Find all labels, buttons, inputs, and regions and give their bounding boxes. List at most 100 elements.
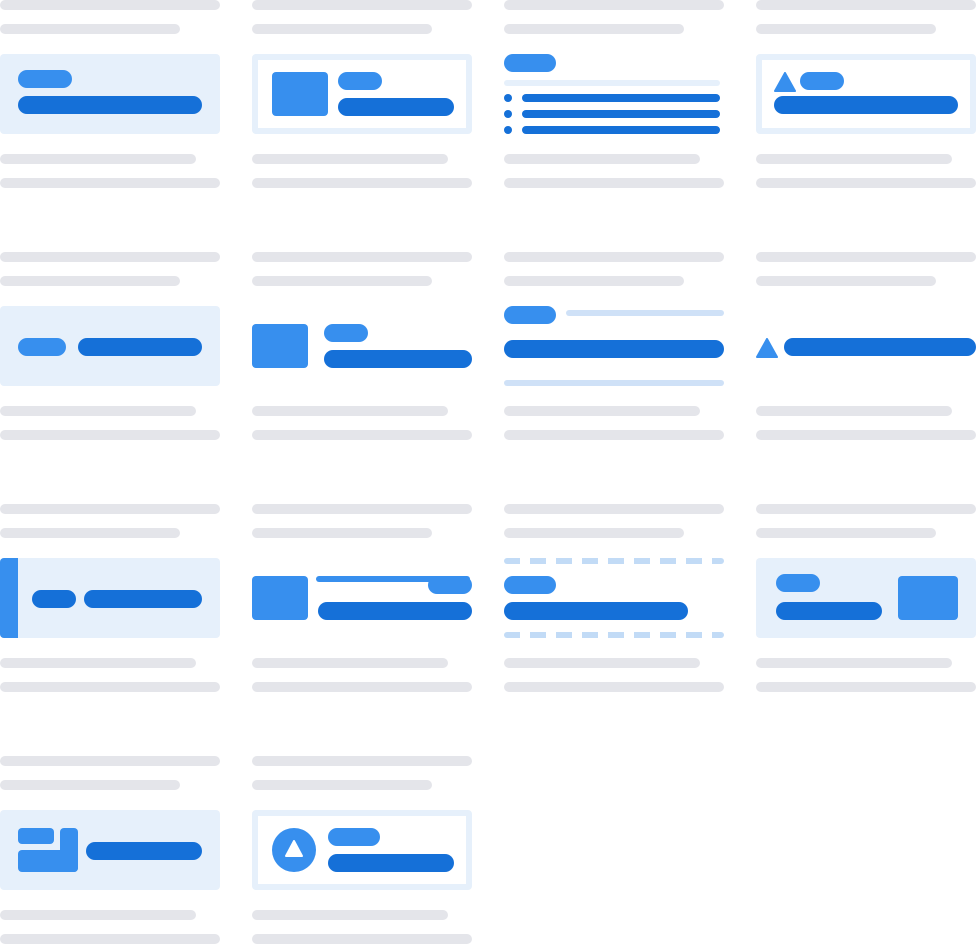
placeholder-text-line — [0, 780, 180, 790]
warning-circle-icon — [272, 828, 316, 872]
callout-label — [32, 590, 76, 608]
placeholder-text-line — [504, 276, 684, 286]
variant-card-6[interactable] — [252, 252, 472, 442]
placeholder-text-line — [504, 658, 700, 668]
placeholder-text-line — [252, 406, 448, 416]
callout-box — [0, 54, 220, 134]
divider — [566, 310, 724, 316]
bullet-icon — [504, 94, 512, 102]
callout-text — [504, 602, 688, 620]
placeholder-text-line — [0, 252, 220, 262]
variant-card-12[interactable] — [756, 504, 976, 694]
placeholder-text-line — [0, 910, 196, 920]
callout-label — [800, 72, 844, 90]
callout-label — [324, 324, 368, 342]
placeholder-text-line — [252, 178, 472, 188]
dashed-divider — [504, 558, 724, 564]
placeholder-text-line — [504, 24, 684, 34]
variant-card-5[interactable] — [0, 252, 220, 442]
variant-card-9[interactable] — [0, 504, 220, 694]
callout-text — [338, 98, 454, 116]
callout-text — [328, 854, 454, 872]
placeholder-text-line — [504, 406, 700, 416]
callout-box — [0, 810, 220, 890]
divider — [316, 576, 470, 582]
callout-text — [784, 338, 976, 356]
bullet-icon — [504, 126, 512, 134]
placeholder-text-line — [252, 934, 472, 944]
placeholder-text-line — [0, 430, 220, 440]
callout-label — [504, 306, 556, 324]
placeholder-text-line — [0, 24, 180, 34]
callout-text — [84, 590, 202, 608]
placeholder-text-line — [252, 430, 472, 440]
callout-text — [18, 96, 202, 114]
placeholder-text-line — [0, 658, 196, 668]
divider — [504, 380, 724, 386]
placeholder-text-line — [504, 504, 724, 514]
placeholder-text-line — [756, 178, 976, 188]
variant-card-7[interactable] — [504, 252, 724, 442]
variant-card-10[interactable] — [252, 504, 472, 694]
placeholder-text-line — [0, 276, 180, 286]
placeholder-text-line — [756, 682, 976, 692]
variant-card-1[interactable] — [0, 0, 220, 190]
variant-card-11[interactable] — [504, 504, 724, 694]
stacked-block-icon — [18, 828, 54, 844]
accent-bar — [0, 558, 18, 638]
placeholder-text-line — [504, 154, 700, 164]
image-placeholder-icon — [252, 324, 308, 368]
placeholder-text-line — [252, 780, 432, 790]
callout-text — [774, 96, 958, 114]
callout-label — [18, 338, 66, 356]
placeholder-text-line — [756, 276, 936, 286]
placeholder-text-line — [756, 528, 936, 538]
placeholder-text-line — [0, 406, 196, 416]
placeholder-text-line — [756, 658, 952, 668]
placeholder-text-line — [0, 934, 220, 944]
variant-card-14[interactable] — [252, 756, 472, 946]
variant-card-8[interactable] — [756, 252, 976, 442]
dashed-divider — [504, 632, 724, 638]
bullet-icon — [504, 110, 512, 118]
callout-text — [504, 340, 724, 358]
variant-card-3[interactable] — [504, 0, 724, 190]
warning-icon — [756, 338, 778, 358]
variant-card-4[interactable] — [756, 0, 976, 190]
placeholder-text-line — [252, 252, 472, 262]
placeholder-text-line — [756, 0, 976, 10]
placeholder-text-line — [756, 406, 952, 416]
placeholder-text-line — [504, 430, 724, 440]
stacked-block-icon — [18, 850, 78, 872]
callout-box — [756, 558, 976, 638]
variant-card-2[interactable] — [252, 0, 472, 190]
placeholder-text-line — [252, 756, 472, 766]
placeholder-text-line — [0, 0, 220, 10]
placeholder-text-line — [0, 504, 220, 514]
placeholder-text-line — [0, 528, 180, 538]
callout-text — [86, 842, 202, 860]
placeholder-text-line — [0, 756, 220, 766]
callout-text — [78, 338, 202, 356]
image-placeholder-icon — [272, 72, 328, 116]
placeholder-text-line — [0, 178, 220, 188]
callout-label — [18, 70, 72, 88]
variant-card-13[interactable] — [0, 756, 220, 946]
callout-text — [776, 602, 882, 620]
warning-icon — [774, 72, 796, 92]
placeholder-text-line — [252, 154, 448, 164]
placeholder-text-line — [252, 24, 432, 34]
callout-text — [324, 350, 472, 368]
placeholder-text-line — [252, 528, 432, 538]
placeholder-text-line — [252, 0, 472, 10]
placeholder-text-line — [0, 682, 220, 692]
bullet-text — [522, 110, 720, 118]
placeholder-text-line — [504, 0, 724, 10]
placeholder-text-line — [504, 178, 724, 188]
callout-text — [318, 602, 472, 620]
placeholder-text-line — [252, 504, 472, 514]
placeholder-text-line — [252, 910, 448, 920]
placeholder-text-line — [504, 528, 684, 538]
placeholder-text-line — [756, 24, 936, 34]
placeholder-text-line — [252, 276, 432, 286]
